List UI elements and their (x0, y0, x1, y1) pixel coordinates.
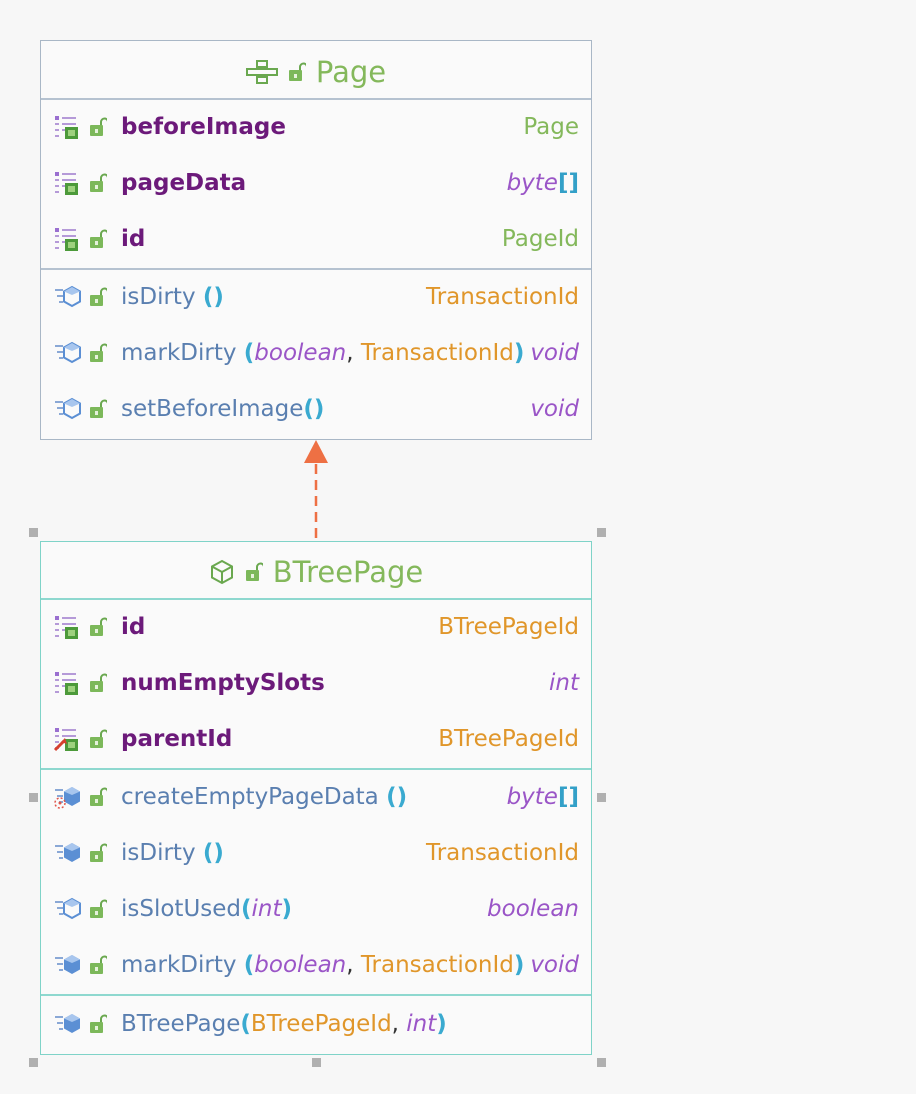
return-type: void (530, 340, 579, 366)
method-signature: isDirty () (121, 840, 224, 866)
field-icon (53, 226, 81, 252)
unlocked-icon (89, 729, 107, 749)
return-type: TransactionId (426, 284, 579, 310)
field-type: BTreePageId (438, 614, 579, 640)
field-icon (53, 614, 81, 640)
field-name: id (121, 226, 146, 252)
field-name: pageData (121, 170, 247, 196)
return-type: void (530, 396, 579, 422)
unlocked-icon (288, 62, 306, 82)
unlocked-icon (89, 117, 107, 137)
class-header: BTreePage (41, 543, 591, 600)
unlocked-icon (89, 343, 107, 363)
resize-handle-bottom-right[interactable] (597, 1058, 606, 1067)
field-name: parentId (121, 726, 233, 752)
resize-handle-bottom[interactable] (312, 1058, 321, 1067)
field-row-id[interactable]: id BTreePageId (41, 600, 591, 656)
static-method-icon (54, 784, 81, 809)
method-icon (53, 340, 81, 366)
field-name: beforeImage (121, 114, 286, 140)
field-icon (53, 114, 81, 140)
field-name: numEmptySlots (121, 670, 325, 696)
method-row-create-empty-page-data[interactable]: createEmptyPageData () byte[] (41, 770, 591, 826)
resize-handle-top-left[interactable] (29, 528, 38, 537)
field-type: BTreePageId (438, 726, 579, 752)
class-icon (210, 559, 233, 584)
field-name: id (121, 614, 146, 640)
field-row-page-data[interactable]: pageData byte[] (41, 156, 591, 212)
unlocked-icon (89, 1014, 107, 1034)
class-box-page[interactable]: Page beforeImage Page pageData byte[] id… (40, 40, 592, 440)
resize-handle-bottom-left[interactable] (29, 1058, 38, 1067)
method-signature: markDirty (boolean, TransactionId) (121, 952, 525, 978)
interface-icon (245, 59, 278, 84)
unlocked-icon (89, 173, 107, 193)
method-row-is-dirty[interactable]: isDirty () TransactionId (41, 826, 591, 882)
unlocked-icon (89, 787, 107, 807)
return-type: TransactionId (426, 840, 579, 866)
overridden-field-icon (53, 726, 81, 752)
class-title: Page (315, 54, 387, 89)
constructor-signature: BTreePage(BTreePageId, int) (121, 1011, 447, 1037)
field-row-num-empty-slots[interactable]: numEmptySlots int (41, 656, 591, 712)
divider (41, 768, 591, 770)
method-icon (53, 896, 81, 922)
method-signature: isSlotUsed(int) (121, 896, 293, 922)
method-signature: isDirty () (121, 284, 224, 310)
resize-handle-top-right[interactable] (597, 528, 606, 537)
field-type: Page (523, 114, 579, 140)
constructor-icon (53, 1011, 81, 1037)
resize-handle-right[interactable] (597, 793, 606, 802)
divider (41, 268, 591, 270)
field-icon (53, 670, 81, 696)
method-signature: setBeforeImage() (121, 396, 325, 422)
field-type: int (549, 670, 579, 696)
field-row-before-image[interactable]: beforeImage Page (41, 100, 591, 156)
return-type: void (530, 952, 579, 978)
class-box-btree-page[interactable]: BTreePage id BTreePageId numEmptySlots i… (40, 541, 592, 1055)
return-type: boolean (487, 896, 579, 922)
divider (41, 598, 591, 600)
unlocked-icon (89, 673, 107, 693)
class-header: Page (41, 43, 591, 100)
method-icon (53, 952, 81, 978)
unlocked-icon (89, 229, 107, 249)
field-icon (53, 170, 81, 196)
field-type: PageId (501, 226, 579, 252)
method-signature: createEmptyPageData () (121, 784, 408, 810)
method-row-is-dirty[interactable]: isDirty () TransactionId (41, 270, 591, 326)
method-row-set-before-image[interactable]: setBeforeImage() void (41, 382, 591, 438)
method-row-mark-dirty[interactable]: markDirty (boolean, TransactionId) void (41, 326, 591, 382)
constructor-row-btree-page[interactable]: BTreePage(BTreePageId, int) (41, 997, 591, 1053)
class-title: BTreePage (272, 554, 424, 589)
field-row-parent-id[interactable]: parentId BTreePageId (41, 712, 591, 768)
method-row-is-slot-used[interactable]: isSlotUsed(int) boolean (41, 882, 591, 938)
method-signature: markDirty (boolean, TransactionId) (121, 340, 525, 366)
return-type: byte[] (506, 784, 579, 810)
unlocked-icon (89, 617, 107, 637)
unlocked-icon (89, 955, 107, 975)
divider (41, 994, 591, 996)
method-icon (53, 396, 81, 422)
unlocked-icon (89, 843, 107, 863)
method-row-mark-dirty[interactable]: markDirty (boolean, TransactionId) void (41, 938, 591, 994)
unlocked-icon (89, 899, 107, 919)
divider (41, 98, 591, 100)
resize-handle-left[interactable] (29, 793, 38, 802)
unlocked-icon (89, 399, 107, 419)
field-row-id[interactable]: id PageId (41, 212, 591, 268)
field-type: byte[] (506, 170, 579, 196)
method-icon (53, 284, 81, 310)
unlocked-icon (89, 287, 107, 307)
method-icon (53, 840, 81, 866)
unlocked-icon (245, 562, 263, 582)
